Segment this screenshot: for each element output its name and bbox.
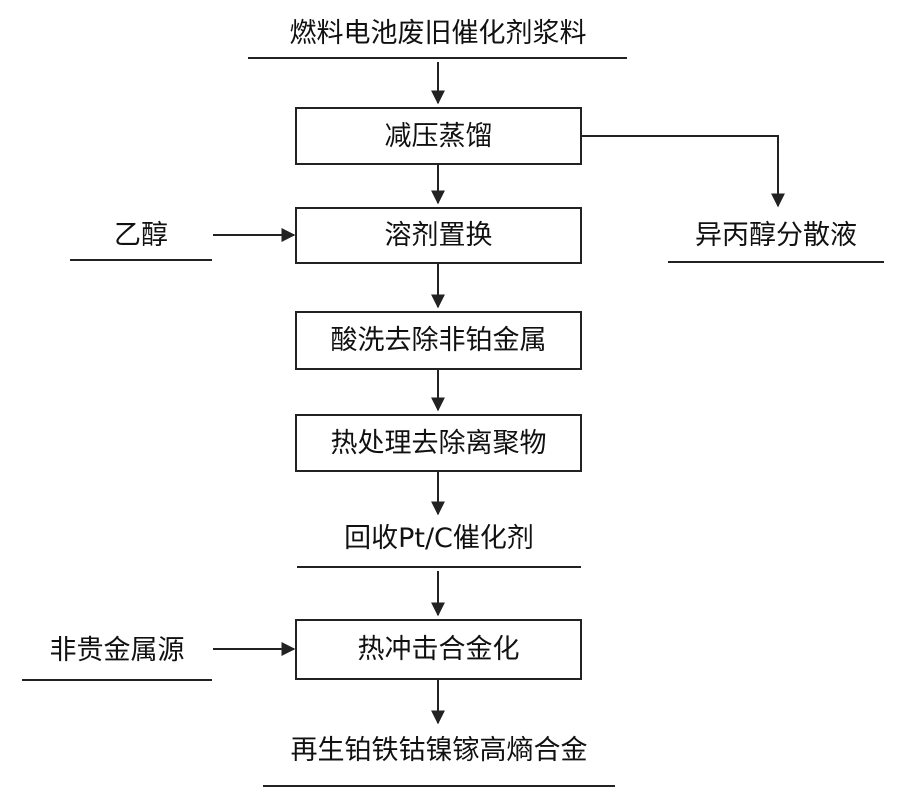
step-label: 酸洗去除非铂金属 <box>331 327 547 354</box>
step-box-heat-treatment: 热处理去除离聚物 <box>295 414 582 472</box>
top-input-label: 燃料电池废旧催化剂浆料 <box>248 20 628 47</box>
step-label: 溶剂置换 <box>385 222 493 249</box>
ethanol-label: 乙醇 <box>70 222 212 249</box>
step-label: 热处理去除离聚物 <box>331 430 547 457</box>
arrow-step1-to-ipa <box>582 136 778 206</box>
final-output-label: 再生铂铁钴镍镓高熵合金 <box>263 737 615 764</box>
step-box-solvent-exchange: 溶剂置换 <box>295 207 582 264</box>
ipa-dispersion-label: 异丙醇分散液 <box>668 222 884 249</box>
step-label: 减压蒸馏 <box>385 123 493 150</box>
step-label: 热冲击合金化 <box>358 636 520 663</box>
step-box-acid-wash: 酸洗去除非铂金属 <box>295 311 582 370</box>
nonprecious-metal-label: 非贵金属源 <box>22 637 212 664</box>
step-box-vacuum-distillation: 减压蒸馏 <box>295 107 582 165</box>
intermediate-label: 回收Pt/C催化剂 <box>297 525 581 552</box>
step-box-thermal-shock-alloying: 热冲击合金化 <box>295 619 582 680</box>
